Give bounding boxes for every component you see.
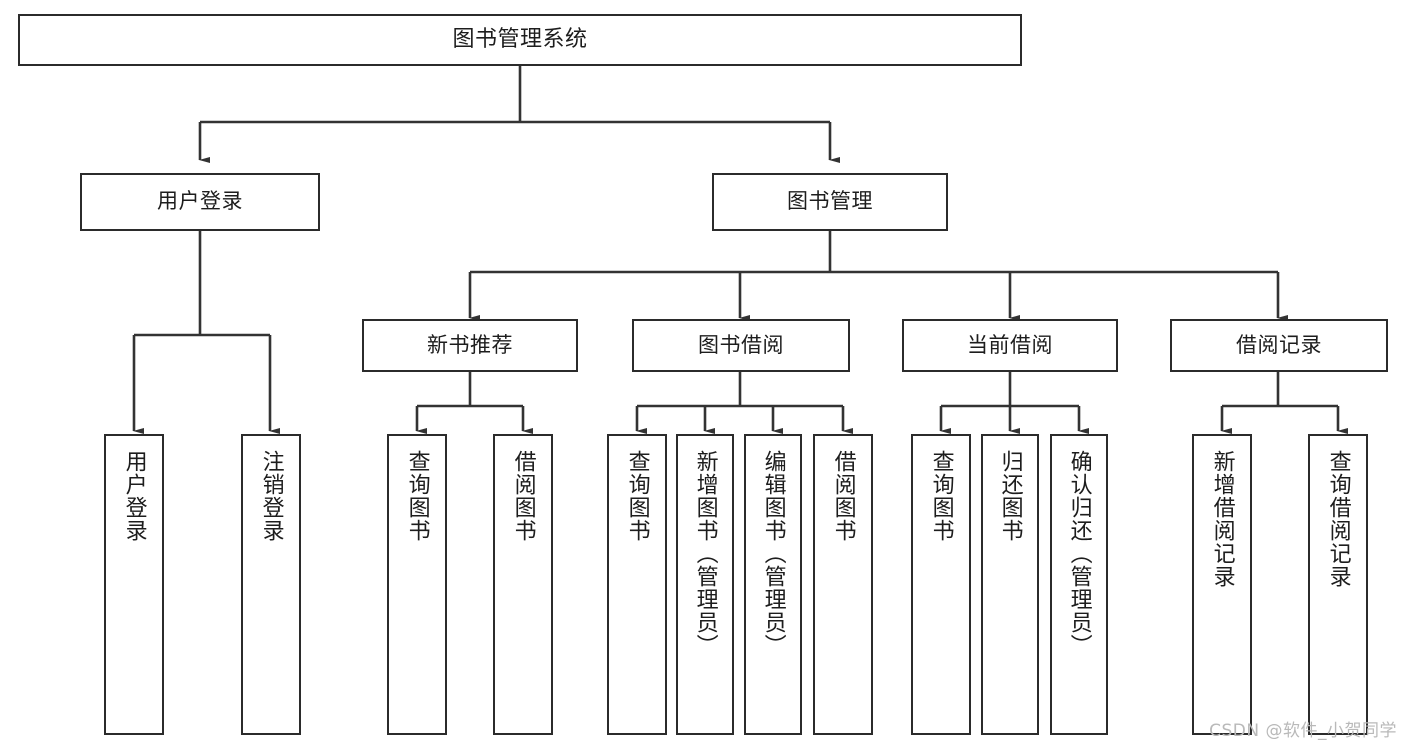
node-label: 图书借阅 [698, 332, 784, 357]
leaf-user-login[interactable]: 用户登录 [104, 434, 164, 735]
leaf-add-book-admin[interactable]: 新增图书（管理员） [676, 434, 734, 735]
leaf-query-borrow-record[interactable]: 查询借阅记录 [1308, 434, 1368, 735]
node-label: 查询借阅记录 [1325, 450, 1351, 588]
leaf-return-book[interactable]: 归还图书 [981, 434, 1039, 735]
node-label: 当前借阅 [967, 332, 1053, 357]
node-label: 新书推荐 [427, 332, 513, 357]
node-label: 归还图书 [997, 450, 1023, 542]
node-label: 用户登录 [157, 189, 243, 214]
node-current-borrow[interactable]: 当前借阅 [902, 319, 1118, 372]
node-label: 借阅记录 [1236, 332, 1322, 357]
leaf-confirm-return-admin[interactable]: 确认归还（管理员） [1050, 434, 1108, 735]
node-label: 查询图书 [404, 450, 430, 542]
node-label: 新增图书（管理员） [692, 450, 718, 657]
node-book-management[interactable]: 图书管理 [712, 173, 948, 231]
node-label: 图书管理系统 [452, 26, 588, 52]
node-label: 查询图书 [928, 450, 954, 542]
leaf-borrow-book[interactable]: 借阅图书 [813, 434, 873, 735]
node-borrow-record[interactable]: 借阅记录 [1170, 319, 1388, 372]
leaf-query-book-current[interactable]: 查询图书 [911, 434, 971, 735]
leaf-add-borrow-record[interactable]: 新增借阅记录 [1192, 434, 1252, 735]
node-label: 图书管理 [787, 189, 873, 214]
leaf-query-book-borrow[interactable]: 查询图书 [607, 434, 667, 735]
node-label: 新增借阅记录 [1209, 450, 1235, 588]
node-book-borrow[interactable]: 图书借阅 [632, 319, 850, 372]
node-root-system[interactable]: 图书管理系统 [18, 14, 1022, 66]
node-new-book-recommend[interactable]: 新书推荐 [362, 319, 578, 372]
node-user-login[interactable]: 用户登录 [80, 173, 320, 231]
node-label: 查询图书 [624, 450, 650, 542]
watermark-text: CSDN @软件_小贺同学 [1209, 721, 1397, 741]
leaf-edit-book-admin[interactable]: 编辑图书（管理员） [744, 434, 802, 735]
leaf-borrow-book-recommend[interactable]: 借阅图书 [493, 434, 553, 735]
node-label: 注销登录 [258, 450, 284, 542]
node-label: 编辑图书（管理员） [760, 450, 786, 657]
node-label: 借阅图书 [510, 450, 536, 542]
node-label: 用户登录 [121, 450, 147, 542]
leaf-logout-login[interactable]: 注销登录 [241, 434, 301, 735]
leaf-query-book-recommend[interactable]: 查询图书 [387, 434, 447, 735]
node-label: 确认归还（管理员） [1066, 450, 1092, 657]
node-label: 借阅图书 [830, 450, 856, 542]
